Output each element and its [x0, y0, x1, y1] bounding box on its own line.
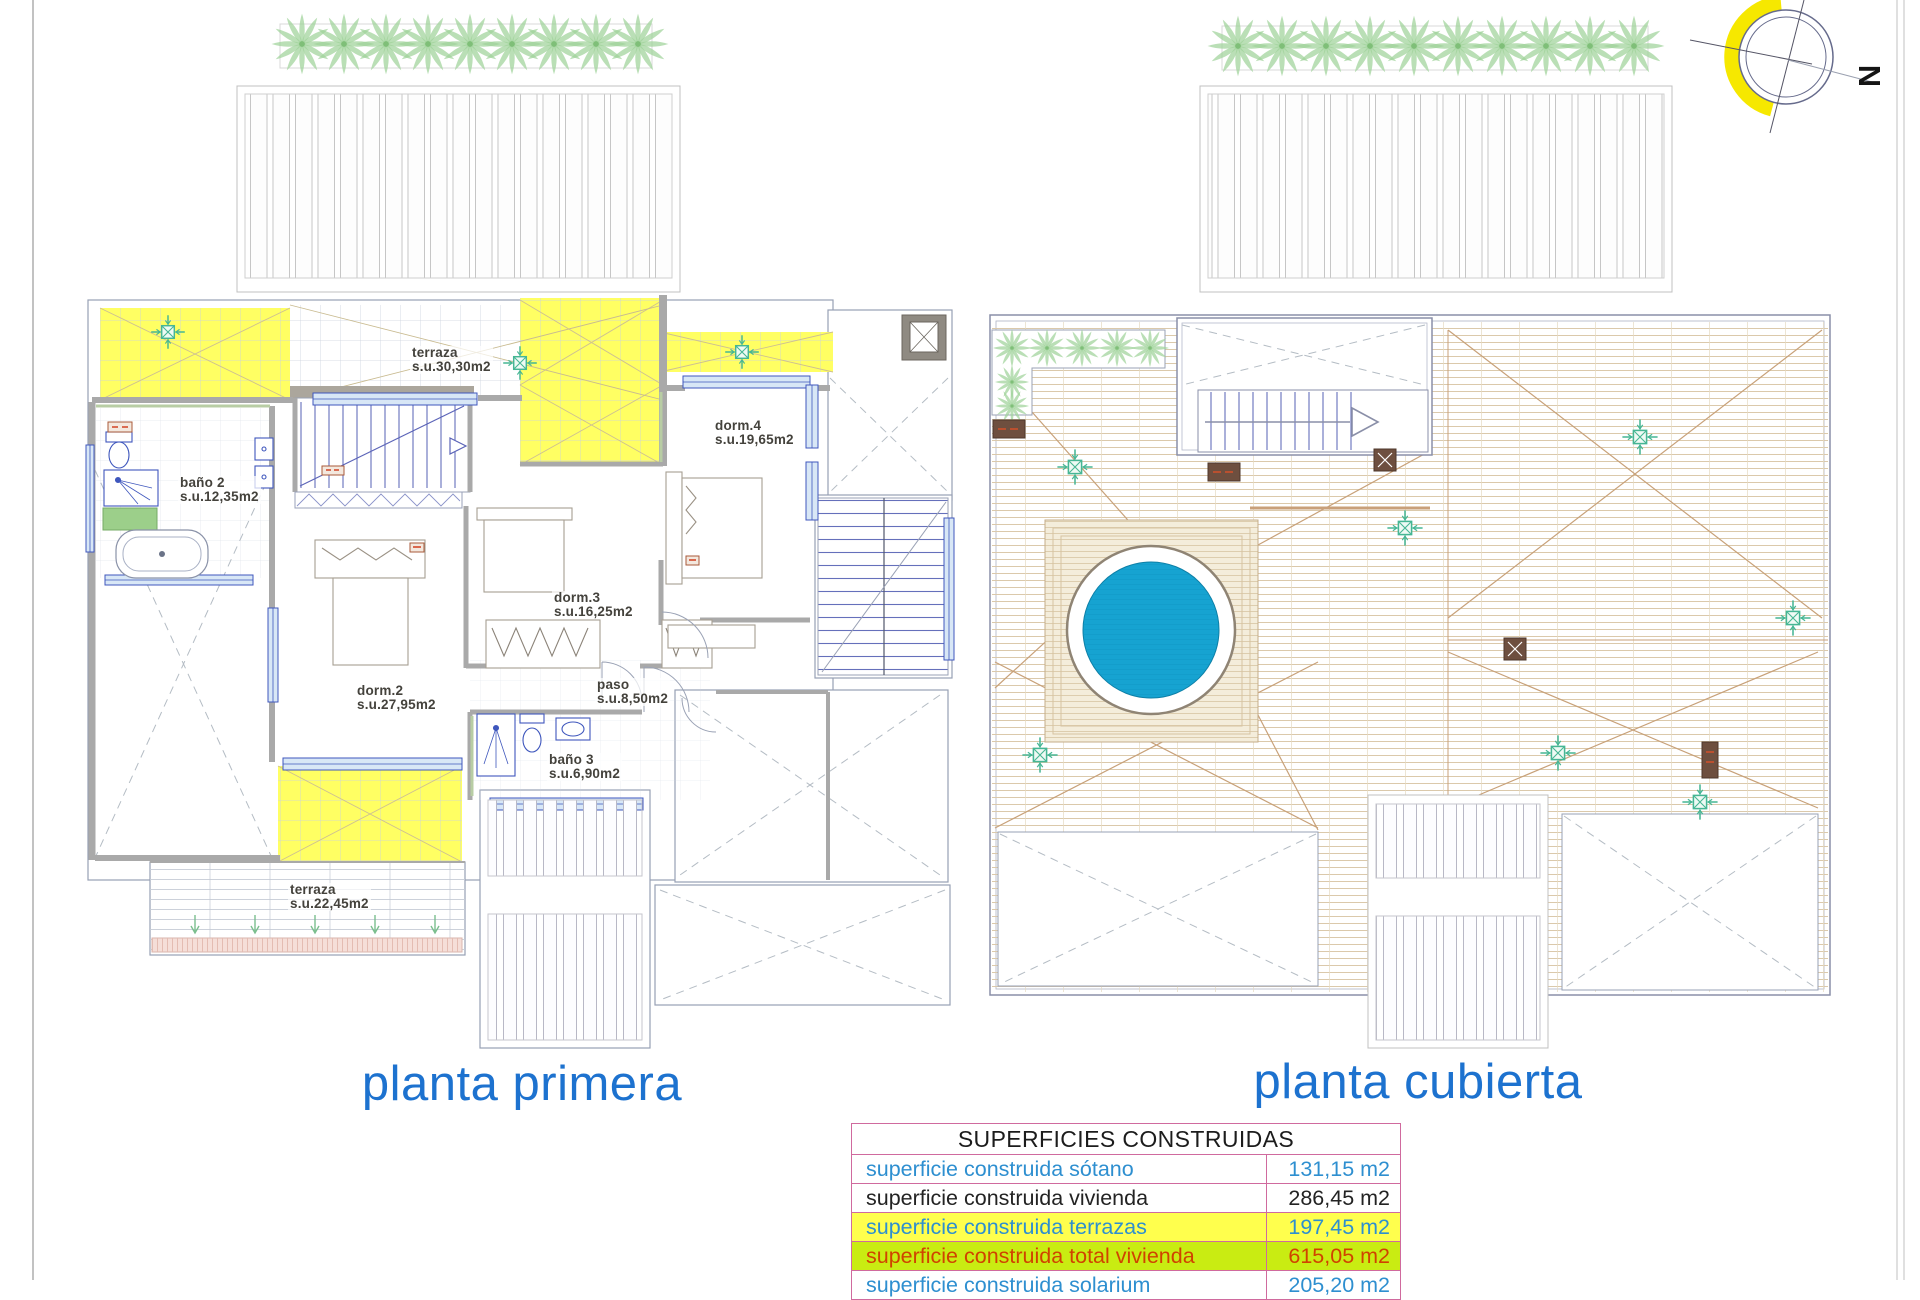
roof-palm-strip: [991, 329, 1169, 424]
roof-overhangs: [997, 813, 1819, 991]
radiator-marks: [107, 421, 700, 566]
title-planta-primera: planta primera: [361, 1057, 683, 1111]
row-label: superficie construida terrazas: [866, 1215, 1147, 1239]
pergola-top-right: [1199, 85, 1673, 293]
shaft-box: [901, 314, 947, 361]
bathtub: [115, 529, 209, 579]
plan-primera: [85, 13, 955, 1049]
compass-north-label: N: [1852, 64, 1888, 88]
pergola-bottom-left: [487, 799, 643, 1041]
room-label-bano3: baño 3 s.u.6,90m2: [547, 752, 623, 781]
areas-table-title: SUPERFICIES CONSTRUIDAS: [852, 1124, 1400, 1155]
furniture: [314, 471, 763, 669]
sheet-frame: [32, 0, 1905, 1280]
table-row-sotano: superficie construida sótano 131,15 m2: [852, 1155, 1400, 1184]
palm-row-right: [1207, 15, 1665, 77]
row-label: superficie construida vivienda: [866, 1186, 1149, 1210]
table-row-vivienda: superficie construida vivienda 286,45 m2: [852, 1184, 1400, 1213]
row-value: 286,45 m2: [1266, 1184, 1400, 1212]
room-label-terraza-bottom: terraza s.u.22,45m2: [288, 882, 371, 911]
row-value: 205,20 m2: [1266, 1271, 1400, 1299]
compass: [1689, 0, 1873, 134]
room-label-dorm2: dorm.2 s.u.27,95m2: [355, 683, 438, 712]
bath3-fixtures: [476, 713, 591, 777]
row-label: superficie construida sótano: [866, 1157, 1134, 1181]
table-row-total-vivienda: superficie construida total vivienda 615…: [852, 1242, 1400, 1271]
palm-row-left: [271, 13, 669, 75]
room-label-paso: paso s.u.8,50m2: [595, 677, 671, 706]
row-label: superficie construida solarium: [866, 1273, 1151, 1297]
service-boxes: [992, 419, 1719, 779]
stairwell-right: [817, 497, 949, 676]
room-label-terraza-top: terraza s.u.30,30m2: [410, 345, 493, 374]
areas-table: SUPERFICIES CONSTRUIDAS superficie const…: [851, 1123, 1401, 1300]
row-value: 197,45 m2: [1266, 1213, 1400, 1241]
room-label-bano2: baño 2 s.u.12,35m2: [178, 475, 261, 504]
row-value: 131,15 m2: [1266, 1155, 1400, 1183]
table-row-solarium: superficie construida solarium 205,20 m2: [852, 1271, 1400, 1299]
row-value: 615,05 m2: [1266, 1242, 1400, 1270]
room-label-dorm3: dorm.3 s.u.16,25m2: [552, 590, 635, 619]
title-planta-cubierta: planta cubierta: [1253, 1055, 1583, 1109]
row-label: superficie construida total vivienda: [866, 1244, 1195, 1268]
windows: [85, 375, 955, 811]
pergola-bottom-right: [1367, 794, 1549, 1049]
pergola-top-left: [236, 85, 681, 293]
plan-cubierta: [989, 15, 1831, 1049]
roof-stairs: [1176, 317, 1433, 456]
room-label-dorm4: dorm.4 s.u.19,65m2: [713, 418, 796, 447]
pool: [1044, 519, 1259, 743]
planter: [102, 507, 158, 531]
table-row-terrazas: superficie construida terrazas 197,45 m2: [852, 1213, 1400, 1242]
